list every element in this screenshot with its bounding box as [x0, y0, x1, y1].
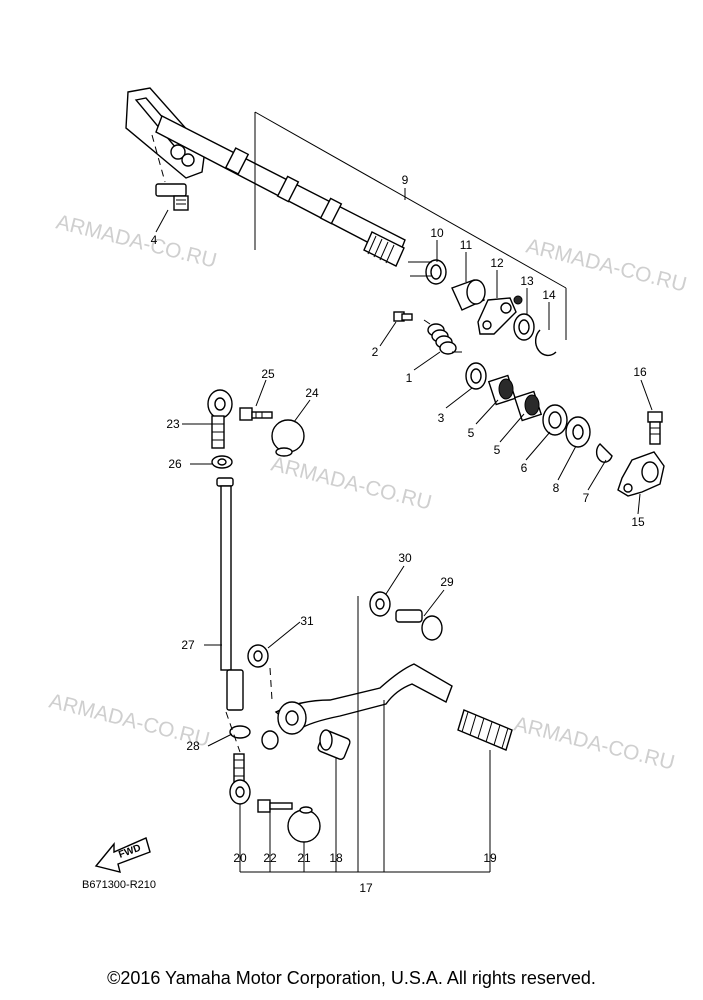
stud-bolt-4: [155, 183, 189, 211]
washer-13-hole: [518, 319, 530, 335]
group-bracket-17: [240, 596, 490, 873]
bolt-16: [647, 411, 663, 445]
bolt-22: [257, 799, 293, 813]
shift-shaft-assembly: [125, 87, 567, 357]
washer-30-hole: [375, 598, 385, 610]
shift-lever-12: [477, 297, 517, 335]
callouts: 9 10 11 12 13 14 4 2 1 3 5 5 6 8 7 16 15…: [151, 173, 647, 895]
callout-31: 31: [300, 614, 314, 628]
callout-30: 30: [398, 551, 412, 565]
leader-lines: [155, 188, 653, 872]
bearing-5b: [513, 390, 543, 422]
callout-10: 10: [430, 226, 444, 240]
callout-20: 20: [233, 851, 247, 865]
fwd-arrow-icon: [94, 837, 151, 873]
callout-5a: 5: [468, 426, 475, 440]
rod-end-20: [229, 753, 251, 805]
callout-11: 11: [460, 238, 473, 252]
shift-arm-roller: [181, 153, 195, 167]
collar-18: [317, 729, 351, 760]
callout-6: 6: [521, 461, 528, 475]
watermarks: ARMADA-CO.RU ARMADA-CO.RU ARMADA-CO.RU A…: [47, 211, 689, 775]
callout-2: 2: [372, 345, 379, 359]
callout-29: 29: [440, 575, 454, 589]
callout-8: 8: [553, 481, 560, 495]
callout-28: 28: [186, 739, 200, 753]
drawing-code: B671300-R210: [82, 879, 156, 891]
callout-1: 1: [406, 371, 413, 385]
spring-1: [423, 319, 462, 355]
shift-arm-hole: [170, 144, 186, 160]
shift-pedal-assembly: [240, 591, 513, 873]
watermark: ARMADA-CO.RU: [269, 453, 434, 515]
callout-12: 12: [490, 256, 504, 270]
callout-23: 23: [166, 417, 180, 431]
roller-12b: [513, 295, 523, 305]
watermark: ARMADA-CO.RU: [54, 211, 219, 273]
shift-rod-assembly: [207, 389, 321, 843]
oil-seal-6: [542, 404, 568, 436]
nut-28: [229, 725, 251, 739]
callout-5b: 5: [494, 443, 501, 457]
collar-11: [451, 279, 486, 311]
washer-8: [565, 416, 591, 448]
callout-21: 21: [297, 851, 311, 865]
pedal-boss-hole: [285, 710, 299, 726]
pedal-axis-dashed: [269, 667, 273, 701]
nut-26: [211, 455, 233, 469]
cover-24: [271, 419, 305, 457]
pivot-bolt-29: [395, 609, 443, 641]
bearing-stack: [465, 362, 665, 497]
shift-rod-27: [216, 477, 244, 711]
torsion-spring-10: [408, 259, 447, 285]
shift-shaft: [155, 115, 406, 259]
clamp-lever-15: [617, 451, 665, 497]
fwd-arrow: FWD: [94, 837, 151, 873]
callout-13: 13: [520, 274, 534, 288]
group-bracket-9: [254, 111, 567, 340]
callout-4: 4: [151, 233, 158, 247]
callout-16: 16: [633, 365, 647, 379]
callout-26: 26: [168, 457, 182, 471]
copyright-notice: ©2016 Yamaha Motor Corporation, U.S.A. A…: [107, 968, 596, 988]
watermark: ARMADA-CO.RU: [512, 713, 677, 775]
callout-14: 14: [542, 288, 556, 302]
bolt-25: [239, 407, 273, 421]
shaft-splines: [363, 231, 405, 267]
shaft-collar: [319, 197, 343, 225]
leader-4-dashed: [151, 134, 166, 183]
bolt-2: [393, 311, 413, 322]
oil-seal-3-hole: [470, 368, 482, 384]
callout-9: 9: [402, 173, 409, 187]
callout-7: 7: [583, 491, 590, 505]
callout-27: 27: [181, 638, 195, 652]
callout-18: 18: [329, 851, 343, 865]
washer-31-hole: [253, 650, 263, 662]
bearing-5a: [487, 374, 517, 406]
pedal-rubber-19: [457, 709, 513, 751]
pedal-link-pin: [261, 730, 279, 750]
circlip-7: [595, 443, 613, 463]
shift-pedal-arm: [274, 663, 453, 731]
cover-21: [287, 806, 321, 843]
callout-3: 3: [438, 411, 445, 425]
callout-19: 19: [483, 851, 497, 865]
circlip-14: [534, 329, 557, 357]
callout-24: 24: [305, 386, 319, 400]
shaft-collar: [224, 147, 250, 175]
shaft-collar: [276, 175, 300, 203]
callout-17: 17: [359, 881, 373, 895]
callout-22: 22: [263, 851, 277, 865]
callout-25: 25: [261, 367, 275, 381]
callout-15: 15: [631, 515, 645, 529]
rod-end-23: [207, 389, 233, 449]
